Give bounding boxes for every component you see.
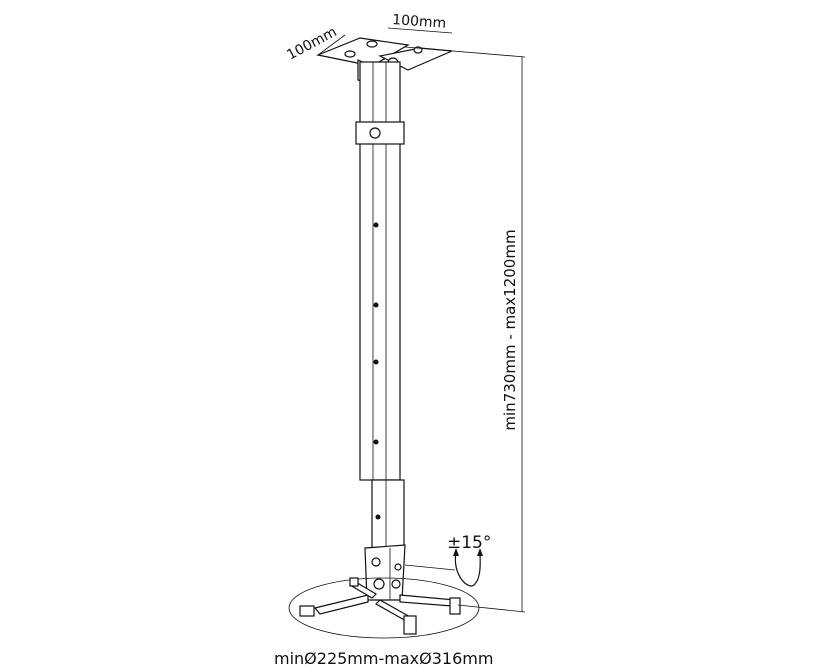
spider-bracket xyxy=(288,577,480,639)
plate-dimension-lines xyxy=(317,27,526,58)
height-range-label: min730mm - max1200mm xyxy=(501,229,519,430)
outer-tube xyxy=(355,61,405,481)
tilt-leader-line xyxy=(404,564,456,571)
tilt-arc-arrow xyxy=(453,548,483,587)
plate-width-label: 100mm xyxy=(392,12,447,32)
height-dimension-bottom-line xyxy=(457,604,526,613)
inner-tube xyxy=(371,479,405,549)
tilt-label: ±15° xyxy=(447,533,491,553)
diameter-range-label: minØ225mm-maxØ316mm xyxy=(274,649,493,668)
tilt-joint xyxy=(364,544,406,601)
